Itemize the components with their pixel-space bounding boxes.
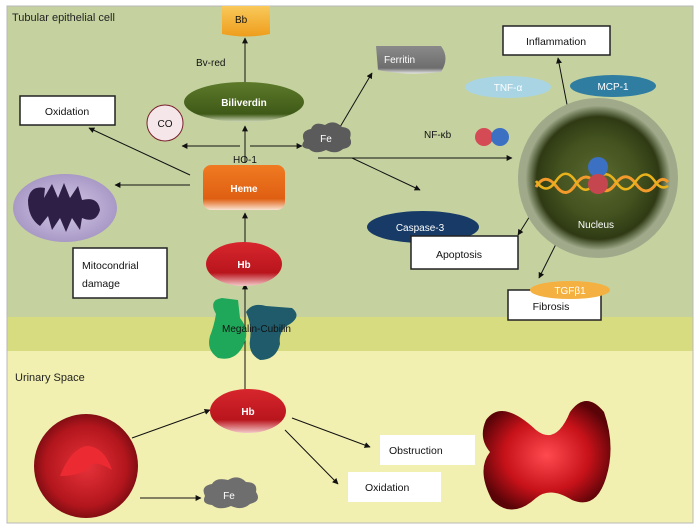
bb-label: Bb: [235, 15, 248, 26]
tgf-node: TGFβ1: [530, 281, 610, 299]
apoptosis-box: Apoptosis: [410, 235, 519, 270]
megalin-cubilin-receptor: Megalin-Cubilin: [209, 298, 297, 360]
oxidation-cell-label: Oxidation: [45, 106, 90, 118]
mcp1-label: MCP-1: [597, 82, 629, 93]
arrow-rbc-to-hbu: [131, 409, 211, 439]
frame: [6, 5, 694, 524]
hb-urine-node: Hb: [210, 389, 286, 433]
co-node: CO: [146, 104, 184, 142]
heme-label: Heme: [230, 184, 258, 195]
caspase-node: Caspase-3: [367, 211, 479, 243]
oxidation-urine-box: Oxidation: [348, 472, 441, 502]
mito-damage-box: Mitocondrial damage: [72, 247, 168, 299]
tgf-label: TGFβ1: [554, 286, 586, 297]
nucleus-label: Nucleus: [578, 220, 614, 231]
membrane-band: [7, 317, 693, 351]
arrow-hbu-to-obstruction: [291, 417, 371, 448]
oxidation-urine-label: Oxidation: [365, 482, 410, 494]
arrow-heme-to-oxidation: [88, 127, 191, 176]
mito-damage-line2: damage: [82, 278, 120, 290]
ferritin-node: Ferritin: [376, 46, 446, 74]
nucleus-node: Nucleus: [518, 98, 678, 258]
tnf-label: TNF-α: [494, 83, 523, 94]
hb-cell-node: Hb: [206, 242, 282, 286]
ho1-label: HO-1: [233, 155, 257, 166]
apoptosis-label: Apoptosis: [436, 249, 482, 261]
distorted-red-cell-icon: [482, 401, 611, 510]
inflammation-label: Inflammation: [526, 36, 586, 48]
tnf-node: TNF-α: [465, 76, 551, 98]
megalin-label: Megalin-Cubilin: [222, 324, 291, 335]
cell-region-label: Tubular epithelial cell: [12, 12, 115, 24]
fe-urine-label: Fe: [223, 491, 235, 502]
bb-node: Bb: [222, 6, 270, 37]
mcp1-node: MCP-1: [570, 75, 656, 97]
co-label: CO: [158, 119, 173, 130]
fe-cell-label: Fe: [320, 134, 332, 145]
red-blood-cell-icon: [34, 414, 138, 518]
mito-damage-line1: Mitocondrial: [82, 260, 139, 272]
heme-node: Heme: [203, 165, 285, 210]
biliverdin-node: Biliverdin: [184, 82, 304, 122]
mitochondrion-icon: [13, 174, 117, 242]
arrow-fe-to-ferritin: [339, 72, 373, 128]
ferritin-label: Ferritin: [384, 55, 415, 66]
inflammation-box: Inflammation: [502, 25, 611, 56]
urinary-region-label: Urinary Space: [15, 372, 85, 384]
oxidation-cell-box: Oxidation: [19, 95, 116, 126]
fibrosis-label: Fibrosis: [533, 301, 570, 313]
fe-urine-node: Fe: [203, 477, 258, 509]
obstruction-box: Obstruction: [380, 435, 475, 465]
arrow-fe-to-apoptosis: [351, 157, 421, 191]
fe-cell-node: Fe: [302, 122, 352, 153]
hb-cell-label: Hb: [237, 260, 250, 271]
bv-red-label: Bv-red: [196, 58, 225, 69]
hb-urine-label: Hb: [241, 407, 254, 418]
biliverdin-label: Biliverdin: [221, 98, 267, 109]
arrow-hbu-to-oxidation: [284, 429, 339, 485]
nfkb-icon: [475, 128, 509, 146]
nfkb-label: NF-κb: [424, 130, 452, 141]
caspase-label: Caspase-3: [396, 223, 445, 234]
obstruction-label: Obstruction: [389, 445, 443, 457]
arrows: [88, 37, 571, 501]
